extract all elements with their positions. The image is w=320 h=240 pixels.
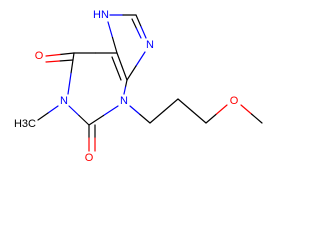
bond-nh-c7a-end [111, 36, 118, 54]
bond-c6-o-start [59, 52, 75, 56]
bond-c4-n3-end [123, 86, 127, 95]
bond-c6-o-double-end [45, 60, 61, 63]
bond-c7a-c4-double-start [111, 56, 118, 70]
bond-ca-cb-start [149, 110, 165, 124]
atom-label-o-ether: O [230, 95, 239, 107]
bond-c7a-c4-end [121, 65, 128, 81]
bond-c8-n9-double-end [135, 27, 142, 39]
atom-label-n1: N [60, 95, 68, 107]
bond-n1-c2-start [68, 105, 80, 117]
bond-c8-n9-start [135, 14, 142, 28]
bond-n3-ca-end [139, 113, 151, 124]
bond-c6-o-double-start [58, 59, 74, 62]
bond-n9-c4-start [135, 51, 146, 67]
bond-n3-c2-end [88, 114, 105, 126]
bond-c7a-c4-double-end [115, 67, 122, 81]
bond-n1-methyl-start [47, 105, 59, 114]
bond-cb-cc-start [177, 98, 193, 112]
bond-c8-n9-double-start [131, 18, 138, 30]
bond-c7a-c4-start [116, 52, 123, 68]
bond-c4-n3-start [124, 79, 128, 88]
atom-label-nh: HN [93, 9, 109, 21]
atom-label-o-bottom: O [85, 152, 94, 164]
bond-cc-o-start [205, 113, 218, 124]
bond-o-cd-end [250, 113, 263, 124]
bond-lines [37, 14, 263, 152]
bond-cc-o-end [215, 104, 228, 115]
bond-c6-n1-end [67, 72, 72, 95]
bond-n1-methyl-end [37, 112, 49, 121]
bond-c6-o-end [45, 53, 61, 57]
bond-n9-c4-end [126, 65, 137, 81]
bond-n3-ca-start [129, 105, 141, 116]
bond-n1-c2-end [78, 114, 90, 126]
bond-c6-n1-start [70, 52, 75, 75]
molecule-canvas: HN N N N O O O H3C [13, 9, 263, 164]
bond-cb-cc-end [191, 110, 207, 124]
atom-label-n3: N [120, 95, 128, 107]
atom-label-methyl: H3C [14, 118, 36, 130]
bond-o-cd-start [240, 104, 253, 115]
bond-n3-c2-start [102, 105, 119, 117]
atom-label-n-imidazole: N [146, 39, 154, 51]
bond-nh-c7a-start [107, 21, 114, 39]
bond-c8-n9-end [140, 25, 147, 39]
atom-label-o-top: O [35, 50, 44, 62]
structure-diagram: HN N N N O O O H3C [14, 9, 263, 164]
bond-ca-cb-end [163, 98, 179, 112]
